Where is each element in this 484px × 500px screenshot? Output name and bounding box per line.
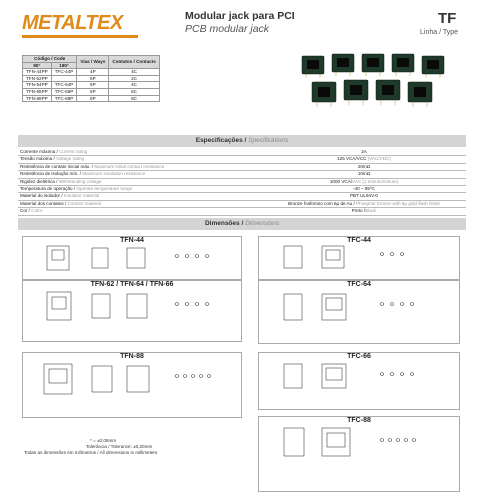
drawing-box-tfn-62-64-66: TFN-62 / TFN-64 / TFN-66 bbox=[22, 280, 242, 342]
product-photo bbox=[301, 53, 445, 107]
note-tolerance-star: * = ±0,05mm bbox=[90, 438, 117, 443]
drawing-box-tfn-88: TFN-88 bbox=[22, 352, 242, 418]
dimensions-title-en: Dimensions bbox=[245, 220, 280, 227]
cell: TFN-64PP bbox=[22, 81, 52, 89]
cell: 6P bbox=[76, 74, 110, 83]
logo-underline bbox=[22, 35, 138, 38]
dimensions-title: Dimensões bbox=[204, 220, 240, 227]
cell: TFN-66PP bbox=[22, 87, 52, 96]
spec-value: 1000 VCA/VAC (1 minuto/minute) bbox=[262, 178, 466, 187]
cell bbox=[50, 74, 78, 83]
drawing-box-tfn-44: TFN-44 bbox=[22, 236, 242, 280]
spec-value: 125 VCA/VCC (VAC/VDC) bbox=[262, 155, 466, 164]
drawing-box-tfc-66: TFC-66 bbox=[258, 352, 460, 410]
spec-label: Cor / Color bbox=[18, 207, 262, 216]
spec-row: Material dos contatos / Contact material… bbox=[18, 200, 466, 209]
product-title: Modular jack para PCI bbox=[185, 10, 295, 22]
specs-section-bar: Especificações / Specifications bbox=[18, 135, 466, 147]
code-table: Código / Code Vias / Ways Contatos / Con… bbox=[21, 54, 160, 103]
cell: TFC-66P bbox=[50, 87, 78, 96]
product-line-label: Linha / Type bbox=[420, 29, 459, 36]
cell: 4P bbox=[76, 68, 110, 76]
angle-90-header: 90° bbox=[22, 61, 52, 70]
spec-row: Material do isolador / Insulator materia… bbox=[18, 192, 466, 201]
cell: 6P bbox=[76, 87, 110, 96]
contacts-header: Contatos / Contacts bbox=[108, 54, 160, 70]
spec-value: 2A bbox=[262, 149, 466, 157]
cell: 8P bbox=[76, 94, 110, 103]
spec-label: Tensão máxima / Voltage rating bbox=[18, 155, 262, 164]
metaltex-logo: METALTEX bbox=[22, 12, 138, 34]
drawing-title: TFN-44 bbox=[120, 237, 144, 244]
ways-header: Vias / Ways bbox=[76, 54, 110, 70]
product-code: TF bbox=[438, 10, 457, 27]
drawing-box-tfc-44: TFC-44 bbox=[258, 236, 460, 280]
cell: TFN-88PP bbox=[22, 94, 52, 103]
drawing-title: TFN-88 bbox=[120, 353, 144, 360]
product-subtitle: PCB modular jack bbox=[185, 23, 270, 35]
spec-label: Rigidez dielétrica / Withstanding voltag… bbox=[18, 178, 262, 187]
spec-value: 10mΩ bbox=[262, 170, 466, 179]
spec-value: 20mΩ bbox=[262, 163, 466, 172]
note-units: Todas as dimensões em milímetros / All d… bbox=[24, 450, 158, 455]
cell: TFC-88P bbox=[50, 94, 78, 103]
spec-label: Resistência de isolação mín. / Maximum i… bbox=[18, 170, 262, 179]
dimension-notes: * = ±0,05mm Tolerância / Tolerance: ±0,2… bbox=[24, 438, 157, 456]
drawing-title: TFC-88 bbox=[347, 417, 371, 424]
logo-text: METALTEX bbox=[22, 11, 123, 34]
spec-value: -40 ~ 85ºC bbox=[262, 185, 466, 194]
spec-row: Resistência de contato inicial máx. / Ma… bbox=[18, 163, 466, 172]
dimensions-section-bar: Dimensões / Dimensions bbox=[18, 218, 466, 230]
code-header: Código / Code bbox=[21, 55, 78, 63]
cell: 6C bbox=[108, 87, 160, 96]
cell: TFN-44PP bbox=[22, 68, 52, 76]
note-tolerance: Tolerância / Tolerance: ±0,20mm bbox=[86, 444, 153, 449]
cell: TFC-44P bbox=[50, 68, 78, 76]
drawing-title: TFC-44 bbox=[347, 237, 371, 244]
cell: 2C bbox=[108, 74, 160, 83]
technical-drawings bbox=[43, 245, 416, 457]
drawing-title: TFC-66 bbox=[347, 353, 371, 360]
spec-value: PBT UL94V-0 bbox=[262, 192, 466, 201]
cell: TFN-62PP bbox=[22, 74, 52, 83]
spec-value: Bronze fosforoso com 6µ de Au / Phosphor… bbox=[262, 200, 466, 209]
spec-label: Resistência de contato inicial máx. / Ma… bbox=[18, 163, 262, 172]
cell: 4C bbox=[108, 68, 160, 76]
drawing-box-tfc-88: TFC-88 bbox=[258, 416, 460, 492]
spec-label: Temperatura de operação / Operate temper… bbox=[18, 185, 262, 194]
spec-row: Resistência de isolação mín. / Maximum i… bbox=[18, 170, 466, 179]
specs-title: Especificações bbox=[195, 137, 243, 144]
drawing-title: TFC-64 bbox=[347, 281, 371, 288]
drawing-title: TFN-62 / TFN-64 / TFN-66 bbox=[90, 281, 174, 288]
spec-label: Material do isolador / Insulator materia… bbox=[18, 192, 262, 201]
specs-title-en: Specifications bbox=[248, 137, 289, 144]
cell: 8C bbox=[108, 94, 160, 103]
cell: 4C bbox=[108, 81, 160, 89]
spec-label: Corrente máxima / Current rating bbox=[18, 149, 262, 157]
spec-row: Temperatura de operação / Operate temper… bbox=[18, 185, 466, 194]
angle-180-header: 180° bbox=[50, 61, 78, 70]
spec-value: Preto /Black bbox=[262, 207, 466, 216]
cell: TFC-64P bbox=[50, 81, 78, 89]
drawing-box-tfc-64: TFC-64 bbox=[258, 280, 460, 344]
cell: 6P bbox=[76, 81, 110, 89]
spec-label: Material dos contatos / Contact material bbox=[18, 200, 262, 209]
spec-row: Rigidez dielétrica / Withstanding voltag… bbox=[18, 178, 466, 187]
